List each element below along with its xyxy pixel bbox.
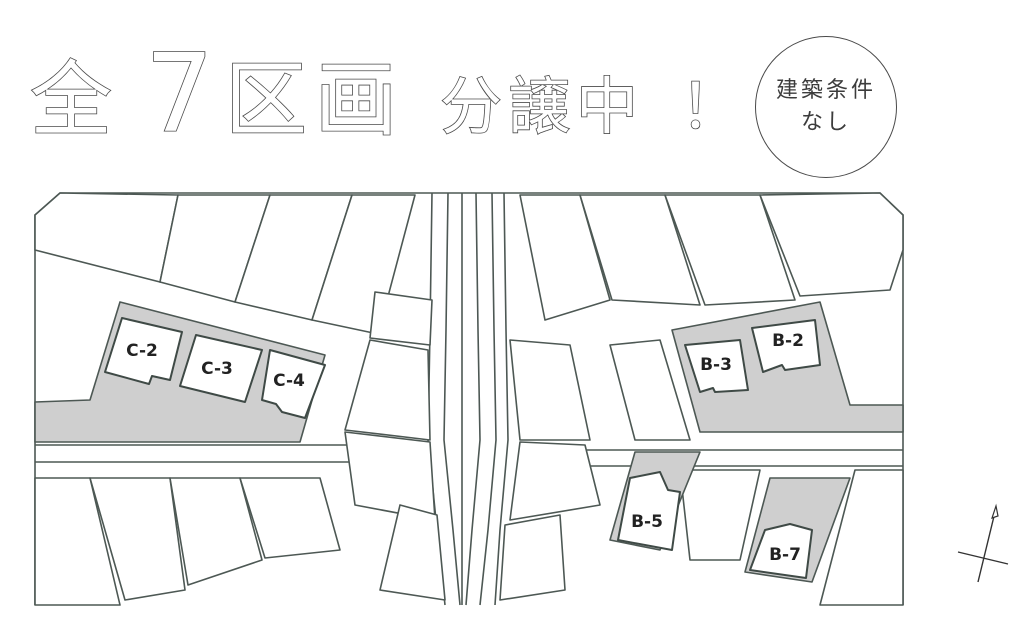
no-building-conditions-badge: 建築条件 なし xyxy=(755,36,897,178)
lot-house-b-7 xyxy=(749,523,813,579)
site-plan-map: C-2 C-3 C-4 B-3 B-2 B-5 B-7 xyxy=(34,192,904,606)
central-road xyxy=(427,192,509,606)
headline-count: 7 xyxy=(145,32,214,157)
lot-houses xyxy=(104,317,821,579)
lot-label-b-3: B-3 xyxy=(700,355,732,375)
badge-line-2: なし xyxy=(800,110,851,135)
headline-status: 分譲中 xyxy=(440,70,644,143)
lot-label-c-4: C-4 xyxy=(273,371,305,391)
headline-graphic: 全 7 区画 分譲中 ！ xyxy=(29,31,743,158)
lot-label-c-2: C-2 xyxy=(126,341,158,361)
badge-line-1: 建築条件 xyxy=(775,78,876,103)
east-west-road xyxy=(35,444,903,467)
neighbour-parcels-center xyxy=(344,339,601,601)
headline-exclamation: ！ xyxy=(680,70,742,143)
headline: 全 7 区画 分譲中 ！ xyxy=(29,28,750,158)
lot-house-b-2 xyxy=(751,319,821,373)
neighbour-parcels-upper-right xyxy=(519,192,904,321)
neighbour-parcels-upper-left xyxy=(34,192,433,346)
headline-lots: 区画 xyxy=(225,53,405,148)
lot-label-b-2: B-2 xyxy=(772,331,804,351)
lot-house-b-5 xyxy=(617,471,681,551)
lot-house-b-3 xyxy=(684,339,749,393)
lot-label-c-3: C-3 xyxy=(201,359,233,379)
lot-label-b-5: B-5 xyxy=(631,512,663,532)
lot-house-c-4 xyxy=(261,349,326,419)
headline-all: 全 xyxy=(30,53,112,148)
lot-label-b-7: B-7 xyxy=(769,545,801,565)
sale-area-west xyxy=(34,301,326,443)
lot-house-c-2 xyxy=(104,317,183,385)
lot-house-c-3 xyxy=(179,334,263,403)
north-arrow-icon xyxy=(957,503,1009,583)
site-plan: C-2 C-3 C-4 B-3 B-2 B-5 B-7 xyxy=(0,180,1024,626)
north-arrow xyxy=(952,500,1012,590)
neighbour-parcels-lower xyxy=(34,339,904,606)
lot-labels: C-2 C-3 C-4 B-3 B-2 B-5 B-7 xyxy=(126,331,804,565)
site-boundary xyxy=(34,192,904,605)
